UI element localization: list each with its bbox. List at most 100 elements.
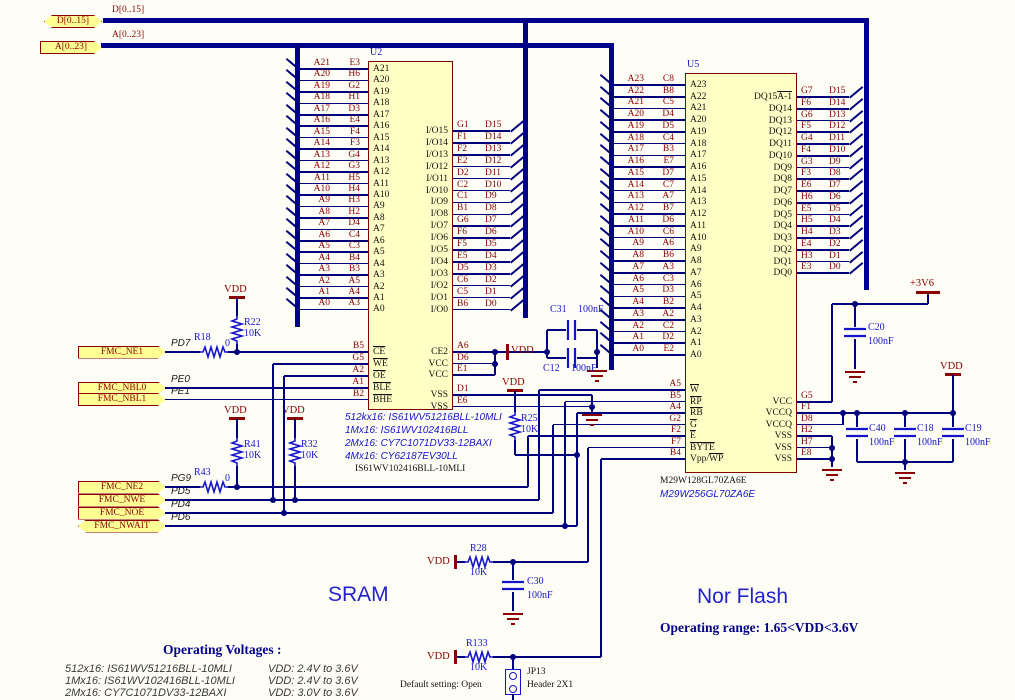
power-bar — [507, 389, 523, 392]
pin-name: A14 — [373, 144, 390, 155]
pin-number: D5 — [662, 120, 674, 131]
pin-name: VCC — [428, 370, 448, 380]
pin-number: D4 — [662, 109, 674, 120]
pin-number: B6 — [662, 250, 674, 261]
bus-entry — [849, 262, 864, 275]
jumper-ref: JP13 — [527, 667, 546, 677]
net-label: D9 — [485, 191, 497, 202]
wire — [797, 119, 849, 122]
bus-net-label: A[0..23] — [112, 30, 145, 40]
net-label: D4 — [485, 250, 497, 261]
pin-name: A7 — [690, 267, 702, 278]
power-bar — [506, 344, 509, 360]
pin-number: A3 — [662, 261, 674, 272]
junction-dot — [234, 349, 240, 355]
bus-entry — [849, 86, 864, 99]
pin-number: H2 — [801, 425, 813, 435]
power-label-vdd: VDD — [940, 361, 963, 372]
pin-name: A16 — [690, 162, 707, 173]
wire — [294, 466, 296, 500]
wire — [453, 308, 510, 311]
pin-name: A17 — [690, 150, 707, 161]
wire — [453, 249, 510, 251]
wire — [797, 401, 832, 403]
wire — [614, 225, 685, 227]
net-label: D13 — [485, 143, 502, 154]
net-label: D3 — [485, 262, 497, 273]
pin-name: DQ1 — [773, 256, 792, 267]
wire — [300, 239, 368, 242]
wire — [797, 143, 849, 145]
bus-entry — [510, 131, 525, 145]
wire — [453, 201, 510, 204]
pin-name: A14 — [690, 185, 707, 196]
jumper-type: Header 2X1 — [527, 680, 574, 690]
wire — [797, 225, 849, 228]
wire — [512, 562, 514, 580]
port-FMC_NOE: FMC_NOE — [78, 507, 166, 520]
pin-number: F6 — [801, 97, 812, 108]
pin-name: A7 — [373, 224, 385, 235]
pin-name: DQ15A-1 — [753, 92, 792, 102]
net-label: A0 — [632, 344, 644, 355]
pin-number: E5 — [457, 250, 468, 261]
pin-name: A12 — [373, 167, 390, 178]
pin-name: VSS — [774, 442, 792, 453]
pin-number: A2 — [352, 365, 364, 375]
power-bar — [229, 296, 245, 299]
pin-number: H4 — [348, 183, 360, 194]
net-label: D12 — [485, 155, 502, 166]
section-title-sram: SRAM — [328, 583, 389, 606]
wire — [553, 423, 685, 426]
wire — [614, 342, 685, 345]
net-label: A6 — [632, 273, 644, 284]
pin-name: A15 — [373, 132, 390, 143]
pin-number: D7 — [662, 167, 674, 178]
resistor-value: 10K — [470, 567, 488, 578]
bus-segment — [523, 18, 528, 318]
capacitor-value: 100nF — [869, 437, 895, 448]
wire — [614, 84, 685, 86]
wire — [300, 91, 368, 93]
pin-name: I/O2 — [430, 280, 448, 291]
net-label: A11 — [313, 172, 330, 183]
capacitor-C19 — [942, 427, 964, 438]
net-label: D9 — [829, 156, 841, 167]
wire — [797, 201, 849, 204]
pin-name: A8 — [690, 256, 702, 267]
wire — [614, 178, 685, 180]
pin-name: I/O0 — [430, 304, 448, 315]
resistor-ref: R32 — [301, 439, 318, 450]
bus-entry — [849, 180, 864, 193]
pin-name: A5 — [373, 247, 385, 258]
net-label: D10 — [829, 144, 846, 155]
bus-entry — [510, 298, 525, 311]
pin-number: A5 — [669, 379, 681, 389]
wire — [797, 423, 843, 426]
capacitor-ref: C30 — [527, 576, 544, 587]
port-A[0..23]: A[0..23] — [40, 41, 102, 54]
pin-name: A6 — [690, 279, 702, 290]
wire — [453, 237, 510, 239]
wire — [577, 412, 685, 414]
bus-segment — [609, 43, 614, 370]
pin-io-label: PD7 — [171, 338, 191, 349]
pin-name: I/O1 — [430, 292, 448, 303]
wire — [453, 225, 510, 227]
pin-name: A9 — [690, 244, 702, 255]
pin-number: G6 — [801, 109, 813, 120]
bus-entry — [849, 144, 864, 157]
pin-io-label: PE1 — [171, 385, 190, 397]
capacitor-value: 100nF — [917, 437, 943, 448]
wire — [300, 68, 368, 70]
bus-junction — [522, 17, 529, 24]
net-label: A7 — [318, 218, 330, 229]
bus-entry — [510, 179, 525, 192]
net-label: D12 — [829, 121, 846, 132]
power-bar — [454, 555, 457, 569]
pin-number: F2 — [670, 425, 681, 435]
chip-ref-U2: U2 — [370, 47, 383, 58]
capacitor-value: 100nF — [527, 590, 553, 601]
wire — [453, 362, 495, 365]
wire — [797, 272, 849, 275]
